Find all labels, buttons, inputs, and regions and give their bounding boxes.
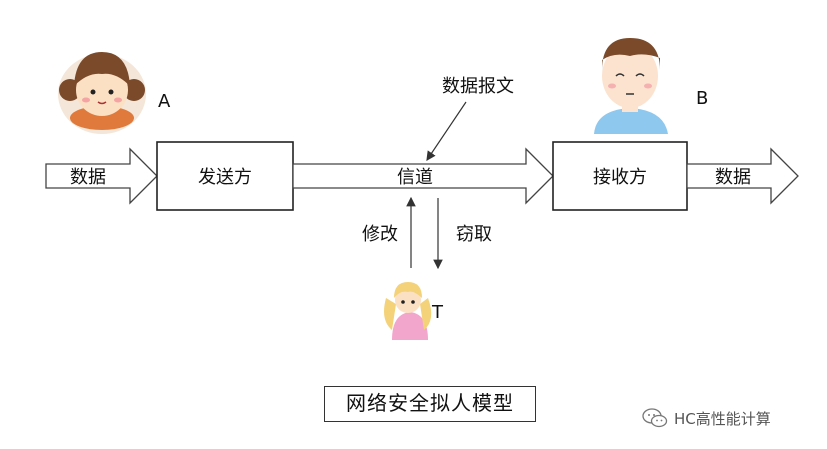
- person-b-icon: [594, 38, 668, 134]
- input-data-label: 数据: [70, 167, 106, 188]
- watermark-text: HC高性能计算: [674, 409, 771, 428]
- person-a-icon: [58, 52, 146, 134]
- label-t: T: [431, 302, 444, 323]
- sender-label: 发送方: [198, 167, 252, 188]
- input-data-arrow: [45, 147, 158, 205]
- channel-label: 信道: [397, 167, 433, 188]
- diagram-caption: 网络安全拟人模型: [324, 386, 536, 422]
- receiver-box: [552, 141, 688, 211]
- channel-arrow: [292, 147, 554, 205]
- label-b: B: [696, 88, 708, 109]
- watermark: HC高性能计算: [642, 406, 771, 430]
- label-a: A: [158, 91, 171, 112]
- output-data-label: 数据: [715, 167, 751, 188]
- person-t-icon: [384, 282, 432, 340]
- wechat-icon: [642, 408, 668, 428]
- message-pointer-arrow: [426, 101, 467, 161]
- modify-label: 修改: [362, 224, 398, 245]
- steal-label: 窃取: [456, 224, 492, 245]
- message-label: 数据报文: [442, 76, 514, 97]
- output-data-arrow: [686, 147, 799, 205]
- receiver-label: 接收方: [593, 167, 647, 188]
